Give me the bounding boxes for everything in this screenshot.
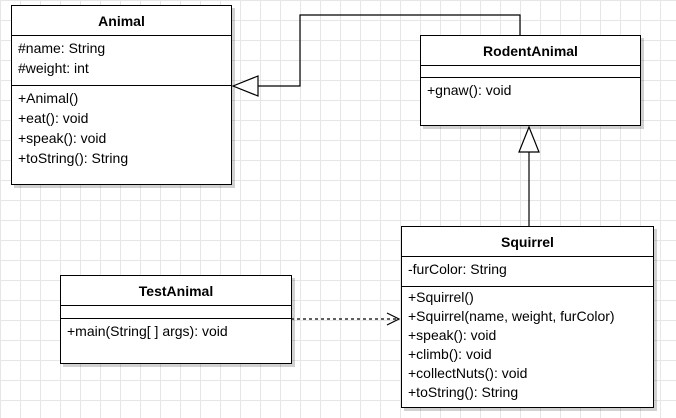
method-line: +speak(): void — [18, 130, 107, 146]
method-line: +Squirrel(name, weight, furColor) — [408, 308, 615, 324]
rodent-to-animal-inheritance-line — [258, 14, 521, 87]
class-testanimal-methods: +main(String[ ] args): void — [61, 319, 291, 343]
class-rodentanimal-name: RodentAnimal — [421, 36, 640, 66]
dependency-arrowhead — [386, 312, 401, 326]
class-rodentanimal[interactable]: RodentAnimal +gnaw(): void — [420, 35, 641, 126]
class-squirrel-attributes: -furColor: String — [402, 257, 653, 287]
method-line: +main(String[ ] args): void — [67, 323, 228, 339]
class-testanimal-attributes — [61, 306, 291, 319]
attribute-line: #name: String — [18, 40, 106, 56]
class-testanimal-name: TestAnimal — [61, 276, 291, 306]
class-squirrel[interactable]: Squirrel -furColor: String +Squirrel() +… — [401, 226, 654, 408]
class-squirrel-name: Squirrel — [402, 227, 653, 257]
method-line: +collectNuts(): void — [408, 365, 528, 381]
method-line: +speak(): void — [408, 327, 497, 343]
rodent-inheritance-arrowhead — [518, 125, 540, 153]
attribute-line: #weight: int — [18, 60, 89, 76]
method-line: +gnaw(): void — [427, 82, 512, 98]
method-line: +eat(): void — [18, 110, 89, 126]
class-animal-attributes: #name: String #weight: int — [12, 36, 231, 86]
animal-inheritance-arrowhead — [231, 75, 259, 97]
class-rodentanimal-attributes — [421, 66, 640, 78]
class-squirrel-methods: +Squirrel() +Squirrel(name, weight, furC… — [402, 287, 653, 404]
method-line: +Animal() — [18, 90, 79, 106]
method-line: +climb(): void — [408, 346, 492, 362]
class-testanimal[interactable]: TestAnimal +main(String[ ] args): void — [60, 275, 292, 364]
class-animal[interactable]: Animal #name: String #weight: int +Anima… — [11, 5, 232, 185]
class-rodentanimal-methods: +gnaw(): void — [421, 78, 640, 102]
method-line: +toString(): String — [18, 150, 129, 166]
method-line: +Squirrel() — [408, 289, 474, 305]
class-animal-name: Animal — [12, 6, 231, 36]
attribute-line: -furColor: String — [408, 261, 507, 277]
class-animal-methods: +Animal() +eat(): void +speak(): void +t… — [12, 86, 231, 170]
method-line: +toString(): String — [408, 384, 519, 400]
